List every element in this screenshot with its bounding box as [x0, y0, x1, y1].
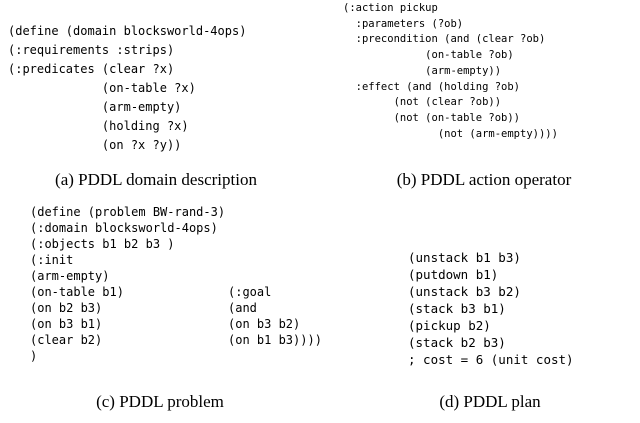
caption-action-operator: (b) PDDL action operator — [396, 170, 572, 189]
code-block-problem-init: (define (problem BW-rand-3) (:domain blo… — [30, 205, 226, 363]
code-block-plan: (unstack b1 b3) (putdown b1) (unstack b3… — [408, 250, 574, 367]
caption-problem: (c) PDDL problem — [96, 392, 224, 411]
caption-plan: (d) PDDL plan — [439, 392, 541, 411]
code-block-problem-goal: (:goal (and (on b3 b2) (on b1 b3)))) — [228, 285, 322, 347]
code-block-domain-description: (define (domain blocksworld-4ops) (:requ… — [8, 24, 247, 152]
caption-domain-description: (a) PDDL domain description — [55, 170, 257, 189]
code-block-action-operator: (:action pickup :parameters (?ob) :preco… — [343, 2, 558, 140]
